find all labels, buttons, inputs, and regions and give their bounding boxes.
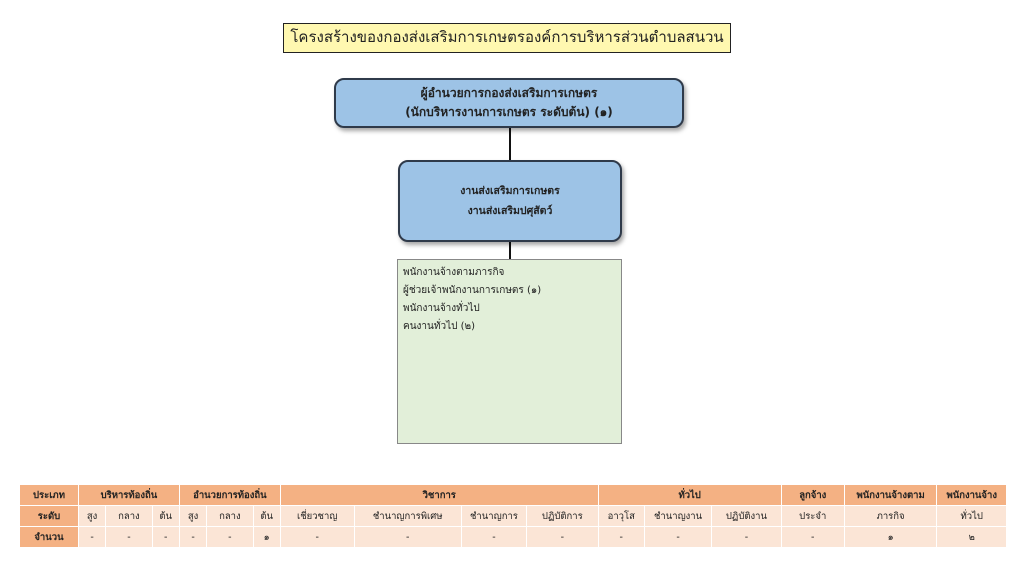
level-cell: กลาง <box>105 505 153 527</box>
level-cell: กลาง <box>206 505 254 527</box>
count-cell: - <box>105 526 153 548</box>
count-cell: ๑ <box>843 526 938 548</box>
group-local-director: อำนวยการท้องถิ่น <box>178 484 281 506</box>
staff-item: พนักงานจ้างทั่วไป <box>403 303 480 314</box>
staff-item: คนงานทั่วไป (๒) <box>403 321 476 332</box>
level-cell: ต้น <box>151 505 180 527</box>
staff-summary-table: ประเภท บริหารท้องถิ่น อำนวยการท้องถิ่น ว… <box>19 484 1007 548</box>
count-cell: - <box>151 526 180 548</box>
level-cell: ต้น <box>252 505 281 527</box>
level-cell: ปฏิบัติการ <box>526 505 599 527</box>
row-label-count: จำนวน <box>19 526 79 548</box>
count-cell: - <box>643 526 713 548</box>
group-mission-employee-2: ภารกิจ <box>843 505 938 527</box>
group-mission-employee-1: พนักงานจ้างตาม <box>843 484 938 506</box>
count-cell: - <box>353 526 462 548</box>
chart-title: โครงสร้างของกองส่งเสริมการเกษตรองค์การบร… <box>283 23 731 53</box>
level-cell: สูง <box>178 505 208 527</box>
group-general-employee-1: พนักงานจ้าง <box>936 484 1007 506</box>
level-cell: เชี่ยวชาญ <box>279 505 355 527</box>
count-cell: - <box>780 526 845 548</box>
group-regular-employee-1: ลูกจ้าง <box>780 484 845 506</box>
count-cell: - <box>178 526 208 548</box>
level-cell: ชำนาญการพิเศษ <box>353 505 462 527</box>
connector-line-1 <box>509 128 511 160</box>
count-cell: - <box>460 526 528 548</box>
count-cell: - <box>77 526 107 548</box>
count-cell: - <box>711 526 782 548</box>
level-cell: ชำนาญงาน <box>643 505 713 527</box>
count-cell: ๒ <box>936 526 1007 548</box>
level-cell: ปฏิบัติงาน <box>711 505 782 527</box>
row-label-level: ระดับ <box>19 505 79 527</box>
section-box: งานส่งเสริมการเกษตร งานส่งเสริมปศุสัตว์ <box>398 160 622 242</box>
staff-item: ผู้ช่วยเจ้าพนักงานการเกษตร (๑) <box>403 285 542 296</box>
connector-line-2 <box>509 242 511 259</box>
row-label-type: ประเภท <box>19 484 79 506</box>
level-cell: ชำนาญการ <box>460 505 528 527</box>
director-position: (นักบริหารงานการเกษตร ระดับต้น) (๑) <box>405 105 613 119</box>
count-cell: - <box>526 526 599 548</box>
group-general: ทั่วไป <box>597 484 782 506</box>
level-cell: อาวุโส <box>597 505 645 527</box>
staff-item: พนักงานจ้างตามภารกิจ <box>403 267 505 278</box>
count-cell: ๑ <box>252 526 281 548</box>
staff-box: พนักงานจ้างตามภารกิจ ผู้ช่วยเจ้าพนักงานก… <box>397 259 622 444</box>
count-cell: - <box>597 526 645 548</box>
group-local-admin: บริหารท้องถิ่น <box>77 484 180 506</box>
director-box: ผู้อำนวยการกองส่งเสริมการเกษตร (นักบริหา… <box>334 78 684 128</box>
group-general-employee-2: ทั่วไป <box>936 505 1007 527</box>
count-cell: - <box>279 526 355 548</box>
count-cell: - <box>206 526 254 548</box>
section-livestock: งานส่งเสริมปศุสัตว์ <box>467 205 553 217</box>
section-agriculture: งานส่งเสริมการเกษตร <box>460 185 560 197</box>
group-regular-employee-2: ประจำ <box>780 505 845 527</box>
director-title: ผู้อำนวยการกองส่งเสริมการเกษตร <box>420 86 598 100</box>
group-academic: วิชาการ <box>279 484 599 506</box>
level-cell: สูง <box>77 505 107 527</box>
